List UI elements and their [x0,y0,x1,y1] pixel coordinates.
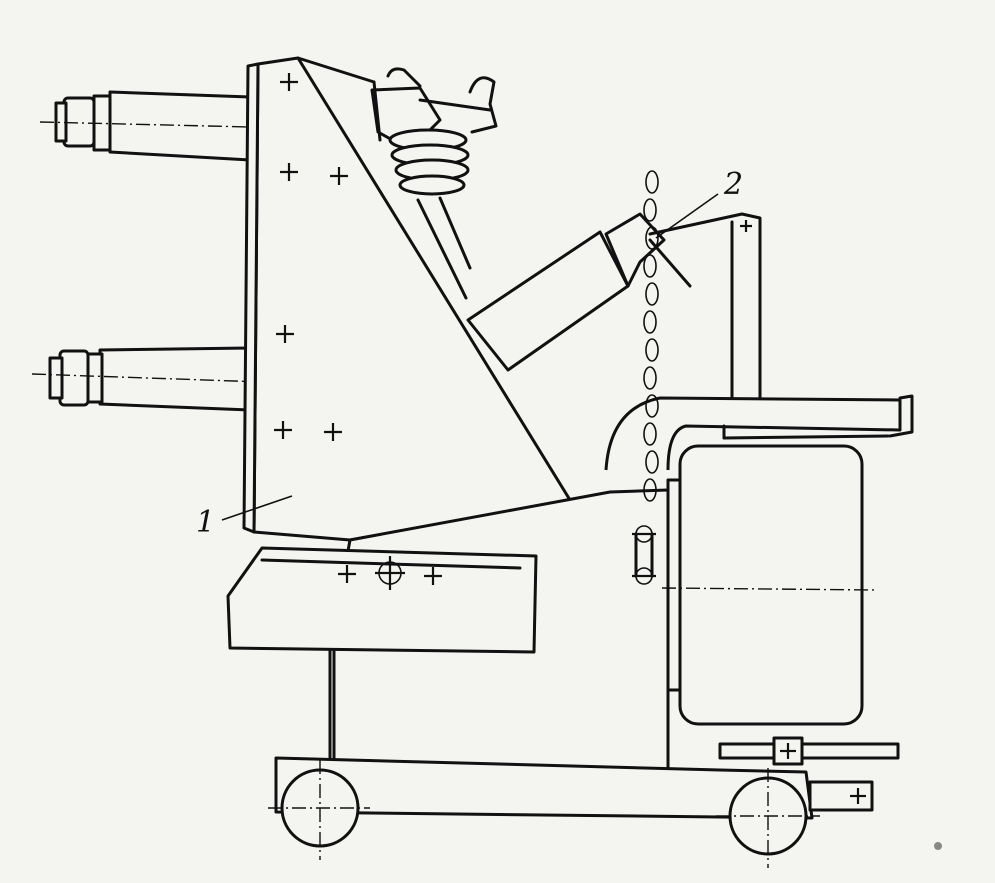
chain-link [643,198,657,222]
chain-link [643,366,657,390]
lifting-chain [643,170,659,502]
chain-link [645,394,659,418]
chain-link [645,338,659,362]
chain-link [643,254,657,278]
trolley-frame [226,488,900,820]
chain-link [645,282,659,306]
ink-speck [934,842,942,850]
chain-link [645,226,659,250]
chain-shackle [632,525,656,585]
chain-link [645,450,659,474]
spring [388,128,470,196]
chain-link [643,478,657,502]
chain-link [645,170,659,194]
cabinet-side-plate [242,56,572,542]
callout-label-1: 1 [196,505,215,540]
chain-link [643,422,657,446]
operating-mechanism [370,67,762,400]
chain-link [643,310,657,334]
callout-label-2: 2 [723,167,743,202]
rear-wheel [716,768,820,868]
mounting-marks [274,73,348,441]
callout-2: 2 [655,167,743,239]
callout-1: 1 [196,495,293,540]
front-wheel [268,760,370,860]
rear-unit [604,394,914,726]
